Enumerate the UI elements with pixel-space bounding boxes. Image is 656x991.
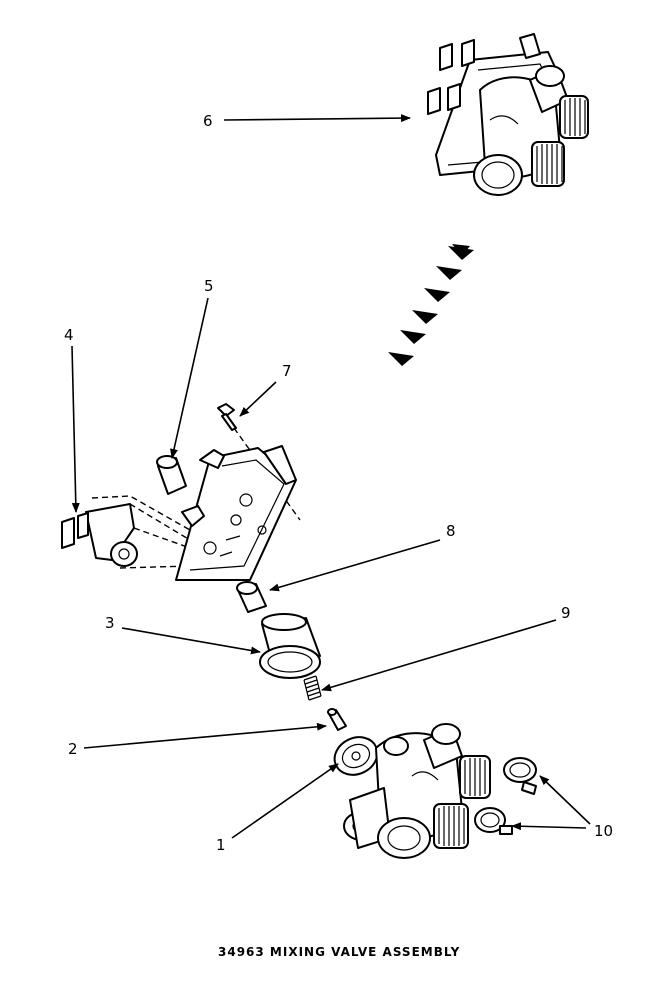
callout-6: 6 [203,112,213,130]
callout-5: 5 [204,277,214,295]
flow-washers [474,757,537,835]
valve-body [343,723,491,859]
screw [217,403,301,521]
assembled-mixing-valve [427,33,589,196]
plunger-sleeve [236,581,267,613]
assembly-direction-arrows [388,244,474,366]
callout-labels: 6 4 5 7 8 3 9 2 1 10 [64,112,613,854]
callout-3: 3 [105,614,115,632]
callout-1: 1 [216,836,226,854]
plunger-pin [327,708,347,731]
valve-cap [259,613,321,679]
spring [303,675,322,701]
solenoid-coil [61,495,191,569]
callout-4: 4 [64,326,74,344]
callout-10: 10 [594,822,613,840]
mounting-bracket [175,445,297,581]
diagram-caption: 34963 MIXING VALVE ASSEMBLY [218,945,460,959]
diaphragm [333,736,379,776]
leader-lines [71,114,591,839]
callout-2: 2 [68,740,78,758]
callout-9: 9 [561,604,571,622]
callout-7: 7 [282,362,292,380]
callout-8: 8 [446,522,456,540]
sleeve [156,455,187,495]
